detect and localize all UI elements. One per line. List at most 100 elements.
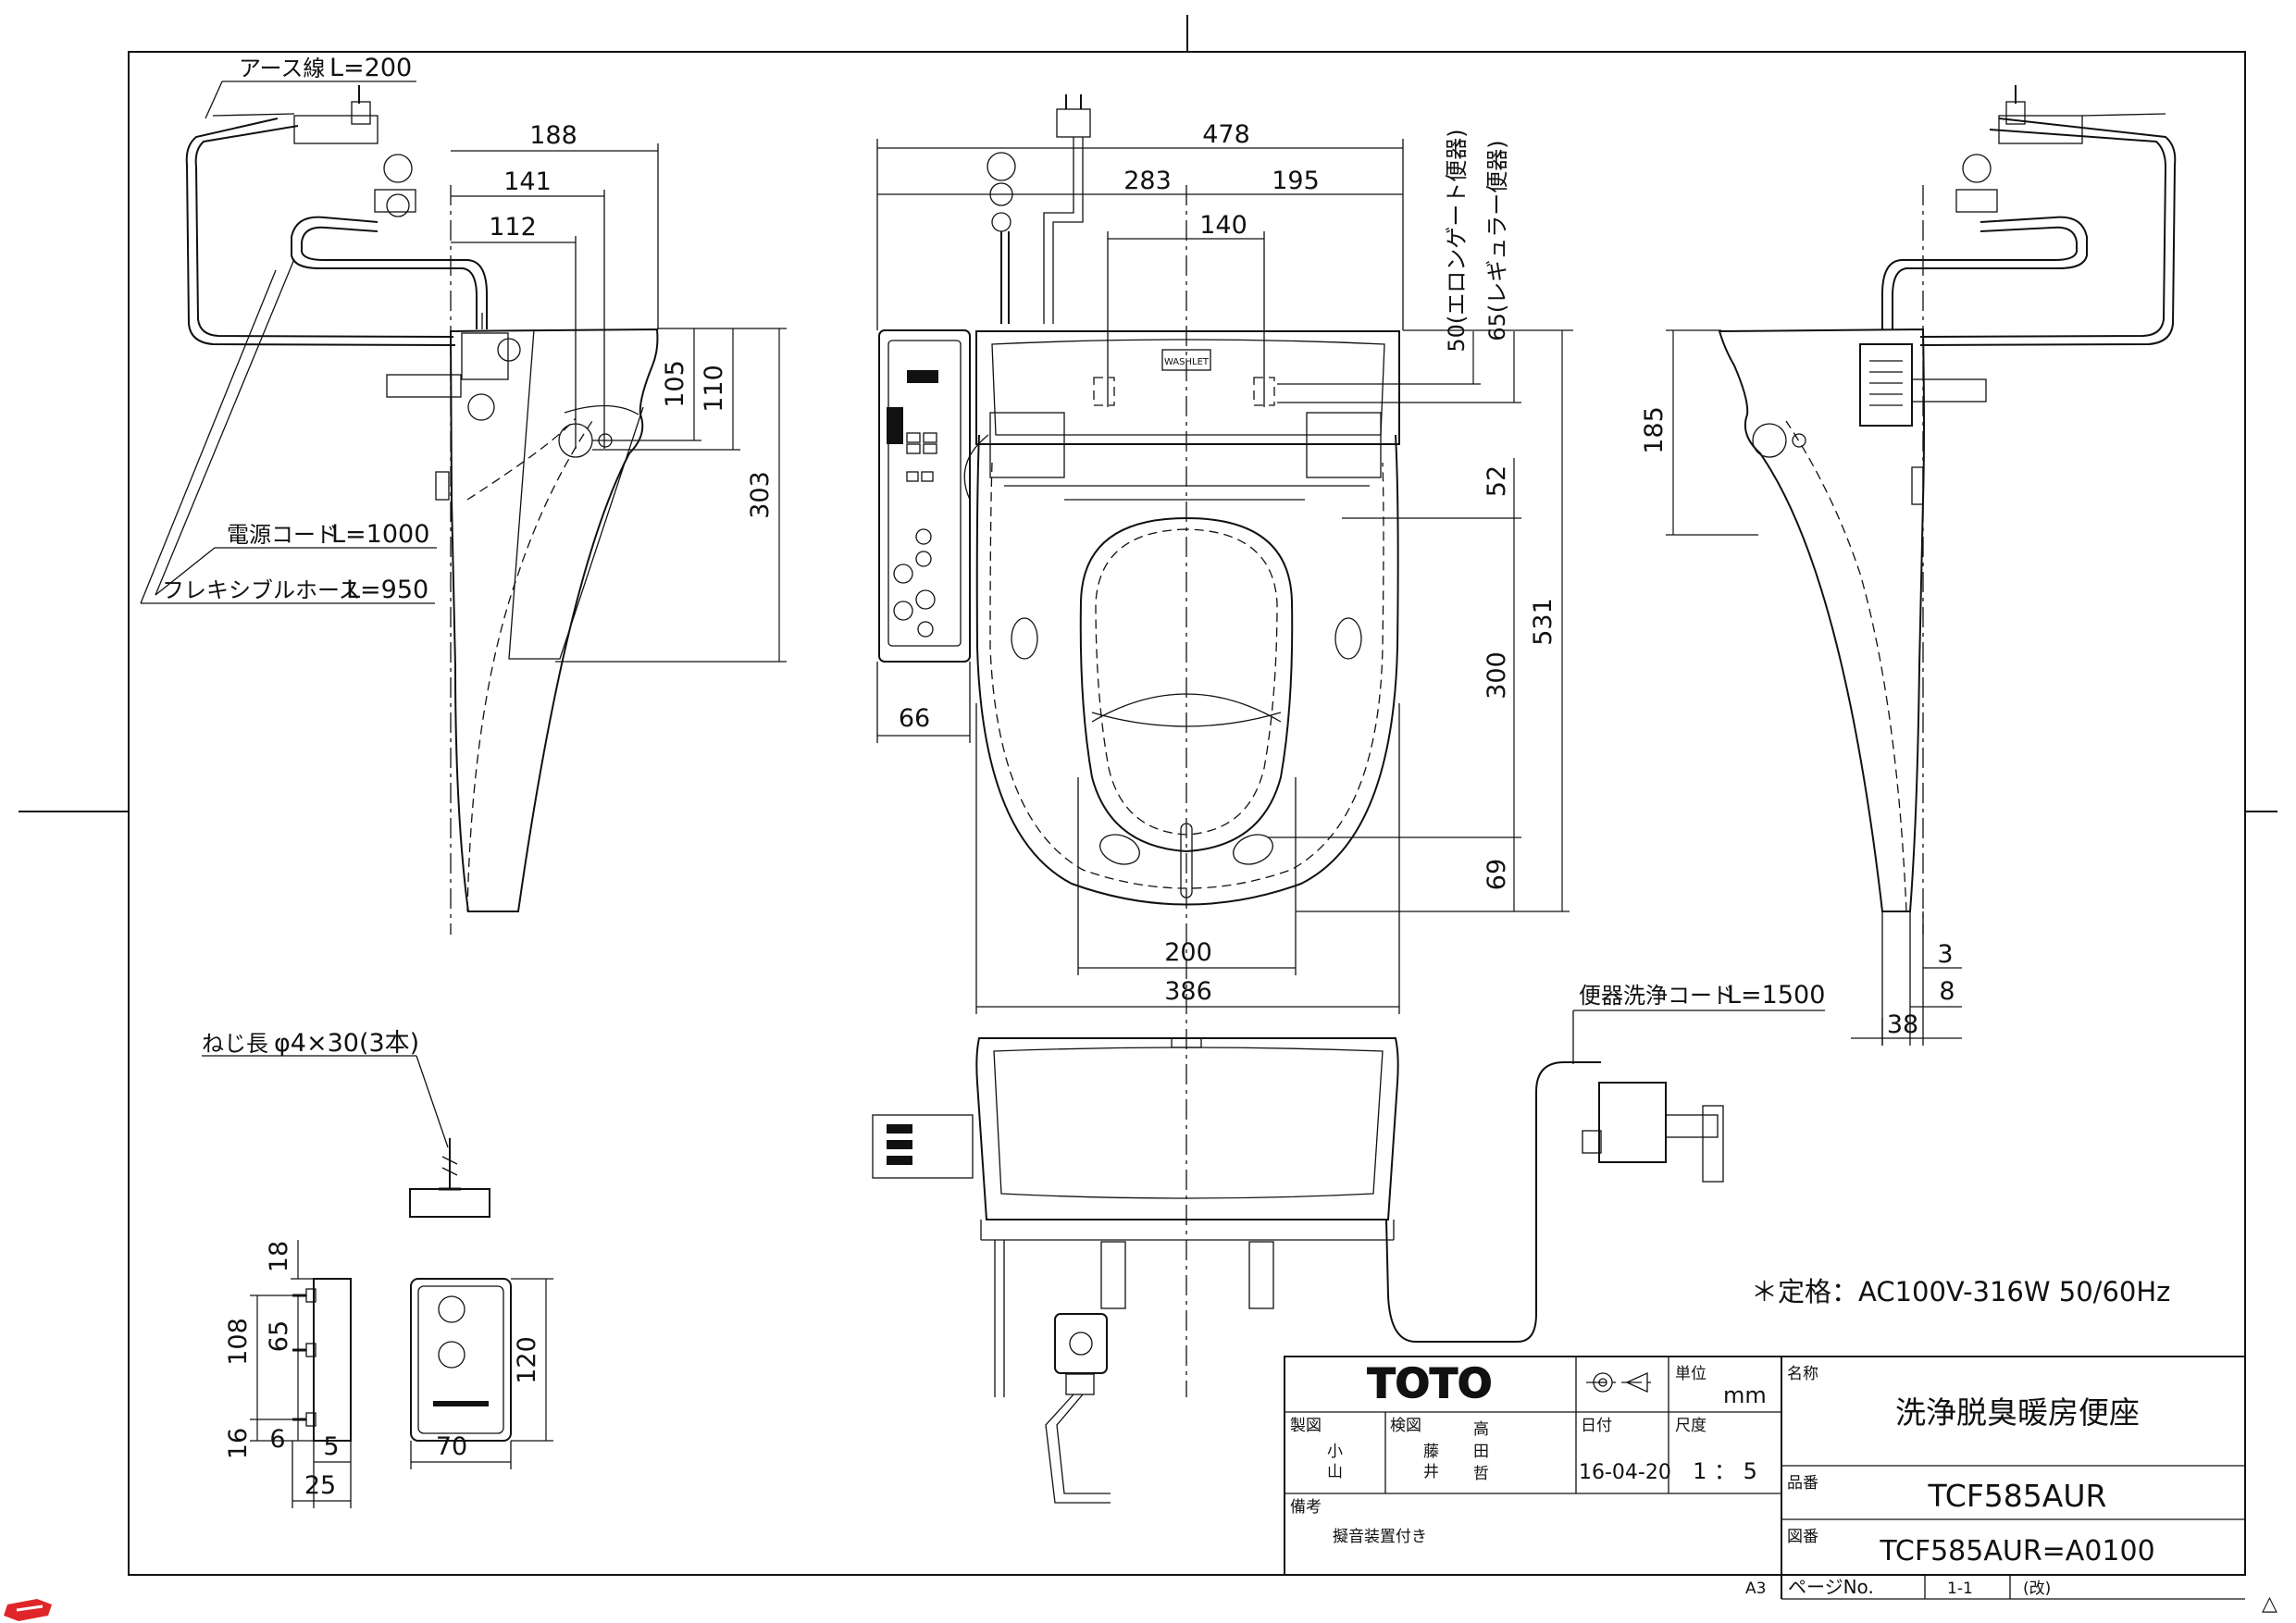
remark-label: 備考 xyxy=(1290,1498,1322,1517)
dim-105-text: 105 xyxy=(661,360,689,408)
dim-531: 531 xyxy=(1529,330,1563,911)
made-label: 製図 xyxy=(1290,1417,1322,1435)
dim-r70-text: 70 xyxy=(436,1432,467,1461)
power-cord-label: 電源コード xyxy=(227,522,338,548)
sheet-frame xyxy=(19,15,2277,1576)
dim-r120: 120 xyxy=(511,1278,553,1442)
dim-66: 66 xyxy=(876,662,971,743)
dim-52: 52 xyxy=(1342,458,1521,519)
dim-300: 300 xyxy=(1268,518,1521,838)
earth-wire-length: L=200 xyxy=(329,54,412,82)
dim-38: 38 xyxy=(1851,1010,1962,1046)
dim-69-text: 69 xyxy=(1483,859,1511,890)
made-name-1: 小 xyxy=(1327,1443,1343,1461)
dim-66-text: 66 xyxy=(899,704,930,733)
dim-r65: 65 xyxy=(265,1295,299,1419)
flex-hose-label: フレキシブルホース xyxy=(162,577,361,603)
dim-386-text: 386 xyxy=(1164,977,1212,1006)
dim-283-text: 283 xyxy=(1123,167,1172,195)
page-number: 1-1 xyxy=(1947,1580,1973,1598)
dim-r16: 16 xyxy=(224,1419,258,1459)
dim-112: 112 xyxy=(451,213,577,449)
projection-symbol xyxy=(1586,1371,1657,1394)
rating-note: ＊定格：AC100V-316W 50/60Hz xyxy=(1751,1276,2170,1307)
plan-view: WASHLET xyxy=(876,94,1573,1397)
dim-r108-text: 108 xyxy=(224,1318,253,1366)
flush-cord-label: 便器洗浄コード xyxy=(1579,983,1734,1009)
dim-69: 69 xyxy=(1296,837,1570,912)
dim-110-text: 110 xyxy=(700,365,728,413)
dim-regular: 65(レギュラー便器) xyxy=(1277,140,1521,403)
dim-141-text: 141 xyxy=(503,167,552,196)
sheet-size: A3 xyxy=(1745,1580,1766,1598)
left-side-view: 188 141 112 105 110 303 xyxy=(140,54,787,935)
unit-label: 単位 xyxy=(1675,1365,1706,1383)
dim-r6: 6 xyxy=(250,1419,314,1454)
drawing-label: 図番 xyxy=(1787,1528,1818,1546)
dim-188: 188 xyxy=(451,121,658,152)
dim-185-text: 185 xyxy=(1640,406,1669,454)
dim-478: 478 xyxy=(876,120,1404,330)
dim-141: 141 xyxy=(451,167,605,449)
check-name-1: 藤 xyxy=(1423,1443,1439,1461)
flush-cord-callout: 便器洗浄コード L=1500 xyxy=(1572,981,1825,1064)
dim-531-text: 531 xyxy=(1529,598,1558,646)
flex-hose-callout: フレキシブルホース L=950 xyxy=(140,269,435,604)
dim-r5: 5 xyxy=(313,1432,352,1508)
elongated-label: 50(エロンゲート便器) xyxy=(1444,129,1470,352)
dim-185: 185 xyxy=(1640,329,1758,536)
dim-195-text: 195 xyxy=(1272,167,1320,195)
dim-200-text: 200 xyxy=(1164,938,1212,967)
dim-478-text: 478 xyxy=(1202,120,1250,149)
dim-r16-text: 16 xyxy=(224,1428,253,1459)
title-block: TOTO 単位 mm 製図 小 山 検図 藤 井 高 田 哲 日付 16-04-… xyxy=(1284,1356,2277,1616)
check-label: 検図 xyxy=(1390,1417,1421,1435)
dim-303-text: 303 xyxy=(746,471,775,519)
scale-value: 1 ： 5 xyxy=(1693,1458,1757,1484)
flush-cord-length: L=1500 xyxy=(1727,981,1825,1010)
part-number: TCF585AUR xyxy=(1928,1478,2107,1514)
dim-r5-text: 5 xyxy=(323,1432,339,1461)
dim-r65-text: 65 xyxy=(265,1320,293,1352)
dim-140-text: 140 xyxy=(1199,211,1247,240)
dim-112-text: 112 xyxy=(489,213,537,242)
dim-140: 140 xyxy=(1107,211,1265,407)
flex-hose-length: L=950 xyxy=(346,576,428,604)
scale-label: 尺度 xyxy=(1675,1417,1706,1435)
power-cord-callout: 電源コード L=1000 xyxy=(155,258,437,596)
dim-283: 283 xyxy=(877,167,1186,195)
check-name-5: 哲 xyxy=(1473,1465,1489,1483)
remote-detail: 18 108 65 16 6 5 25 xyxy=(224,1240,553,1508)
dim-elongated: 50(エロンゲート便器) xyxy=(1277,129,1481,385)
corner-logo xyxy=(4,1599,52,1621)
dim-300-text: 300 xyxy=(1483,651,1511,700)
remark-value: 擬音装置付き xyxy=(1333,1528,1427,1546)
revision-label: (改) xyxy=(2023,1580,2051,1598)
dim-8-text: 8 xyxy=(1939,977,1955,1006)
date-label: 日付 xyxy=(1581,1417,1612,1435)
screw-detail: ねじ長 φ4×30(3本) xyxy=(202,1029,490,1218)
unit-value: mm xyxy=(1723,1382,1767,1408)
dim-r6-text: 6 xyxy=(269,1425,285,1454)
earth-wire-label: アース線 xyxy=(239,56,325,81)
dim-r25-text: 25 xyxy=(304,1471,336,1500)
dim-110: 110 xyxy=(700,328,734,450)
toto-logo: TOTO xyxy=(1368,1360,1493,1407)
dim-r120-text: 120 xyxy=(513,1336,541,1384)
regular-label: 65(レギュラー便器) xyxy=(1484,140,1510,341)
date-value: 16-04-20 xyxy=(1579,1461,1671,1484)
dim-52-text: 52 xyxy=(1483,465,1511,497)
page-label: ページNo. xyxy=(1788,1576,1874,1598)
dim-38-text: 38 xyxy=(1887,1010,1918,1039)
check-name-3: 高 xyxy=(1473,1420,1489,1439)
made-name-2: 山 xyxy=(1327,1463,1343,1481)
power-cord-length: L=1000 xyxy=(331,520,429,549)
dim-195: 195 xyxy=(1186,167,1403,195)
dim-105: 105 xyxy=(661,328,695,440)
dim-188-text: 188 xyxy=(529,121,577,150)
name-label: 名称 xyxy=(1787,1365,1818,1383)
part-label: 品番 xyxy=(1787,1474,1818,1493)
dim-r70: 70 xyxy=(410,1432,512,1469)
screw-label: ねじ長 xyxy=(202,1031,268,1057)
